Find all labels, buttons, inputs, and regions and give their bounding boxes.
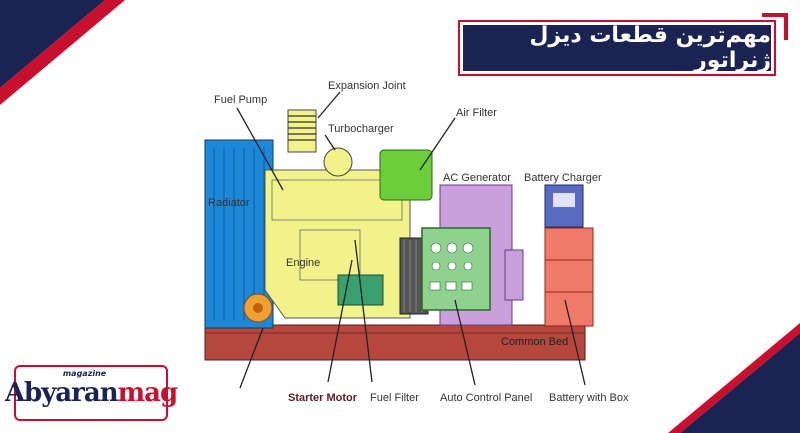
label-expansion-joint: Expansion Joint <box>328 80 406 92</box>
label-radiator: Radiator <box>208 197 250 209</box>
air-filter-shape <box>379 149 433 201</box>
label-starter-motor: Starter Motor <box>288 392 358 404</box>
brand-logo: magazine Abyaranmag <box>5 365 178 421</box>
label-engine: Engine <box>286 257 321 269</box>
label-air-filter: Air Filter <box>456 107 497 119</box>
label-battery-charger: Battery Charger <box>524 172 602 184</box>
logo-part-2: mag <box>117 378 179 408</box>
label-common-bed: Common Bed <box>501 336 569 348</box>
expansion-joint-shape <box>287 109 317 153</box>
logo-part-1: Abyaran <box>4 378 119 408</box>
auto-control-panel-shape <box>421 227 491 311</box>
label-ac-generator: AC Generator <box>443 172 511 184</box>
bottom-right-corner-decoration <box>668 323 800 433</box>
label-auto-control-panel: Auto Control Panel <box>440 392 533 404</box>
top-left-corner-decoration <box>0 0 125 105</box>
label-battery-with-box: Battery with Box <box>549 392 629 404</box>
label-turbocharger: Turbocharger <box>328 123 394 135</box>
page-title: مهم‌ترین قطعات دیزل ژنراتور <box>460 22 774 74</box>
label-fuel-filter: Fuel Filter <box>370 392 419 404</box>
logo-subtitle: magazine <box>62 369 107 378</box>
battery-box-shape <box>544 227 594 327</box>
label-fuel-pump: Fuel Pump <box>214 94 268 106</box>
common-bed-shape <box>204 324 586 361</box>
top-right-bracket <box>762 13 788 40</box>
turbocharger-shape <box>323 147 353 177</box>
logo-wordmark: magazine Abyaranmag <box>4 369 179 408</box>
